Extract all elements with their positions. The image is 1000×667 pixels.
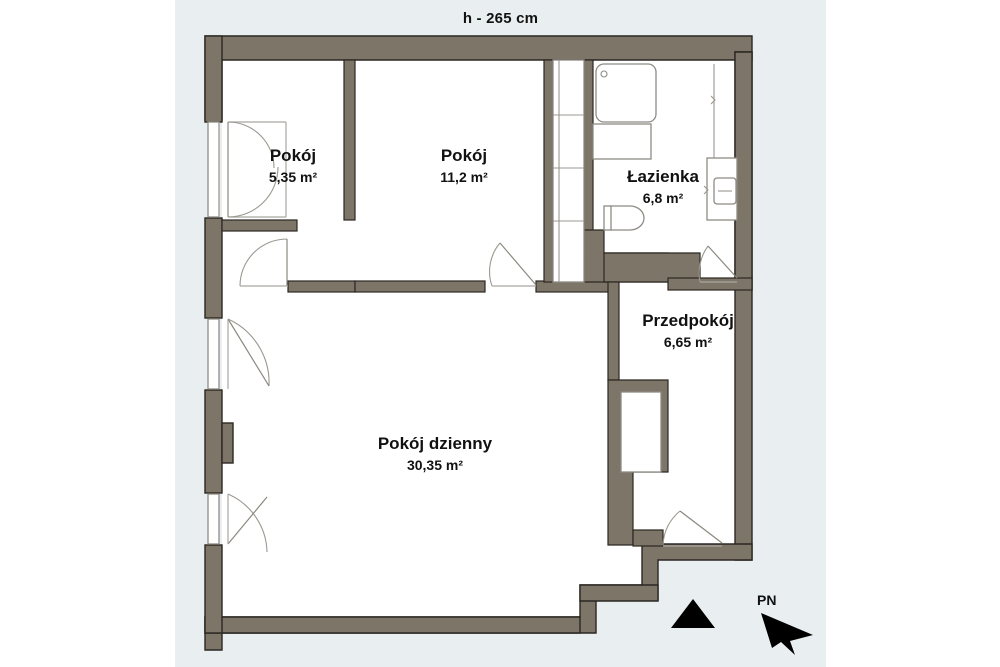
wall-small-room-south-b <box>287 280 356 293</box>
door-balcony-arc-upper <box>227 121 275 169</box>
wall-west-seg-4 <box>204 544 223 634</box>
wall-large-room-south <box>354 280 486 293</box>
room-area-room-large: 11,2 m² <box>440 169 488 186</box>
balcony-door-frame <box>207 121 220 218</box>
door-balcony-arc-lower <box>227 166 279 218</box>
window-north-leaf <box>227 318 270 387</box>
door-bathroom-leaf <box>707 245 738 279</box>
wall-west-seg-1 <box>204 35 223 123</box>
door-balcony-small-room <box>227 121 287 218</box>
room-area-living-room: 30,35 m² <box>406 457 464 474</box>
room-name-room-small: Pokój <box>269 146 317 165</box>
bathtub-drain-icon <box>600 70 608 78</box>
interior-walls <box>221 59 753 547</box>
room-label-hall: Przedpokój 6,65 m² <box>613 310 763 352</box>
entrance-door-leaf <box>679 510 723 544</box>
wall-south-step-upper <box>579 584 659 602</box>
room-name-bathroom: Łazienka <box>627 167 699 186</box>
window-frame-north <box>207 318 220 390</box>
wall-west-seg-3 <box>204 389 223 494</box>
hall-closet-interior <box>620 391 662 473</box>
compass-label-north: PN <box>757 592 777 608</box>
window-south-leaf <box>227 496 268 545</box>
bathtub-icon <box>595 63 657 123</box>
room-label-living-room: Pokój dzienny 30,35 m² <box>345 433 525 475</box>
wall-hall-north <box>667 277 753 291</box>
doors-group <box>227 121 738 553</box>
window-living-room-north <box>227 318 270 389</box>
door-bathroom-arc <box>698 245 709 283</box>
bathroom-door-marker-north <box>710 95 716 105</box>
door-large-room-leaf <box>499 242 537 286</box>
bathroom-counter <box>592 123 652 160</box>
bathroom-door-marker-south <box>703 185 709 195</box>
room-label-bathroom: Łazienka 6,8 m² <box>603 166 723 208</box>
outer-walls <box>204 35 753 651</box>
door-bathroom <box>698 245 738 283</box>
wall-between-rooms <box>343 59 356 221</box>
west-openings <box>207 121 220 545</box>
door-small-room-arc <box>239 238 288 287</box>
room-name-hall: Przedpokój <box>642 311 734 330</box>
room-label-room-small: Pokój 5,35 m² <box>233 145 353 187</box>
door-small-room <box>239 238 288 287</box>
wall-entry-left <box>632 529 664 547</box>
room-name-room-large: Pokój <box>440 146 488 165</box>
window-south-arc <box>227 493 268 553</box>
wardrobe-outline <box>552 59 585 283</box>
room-label-room-large: Pokój 11,2 m² <box>404 145 524 187</box>
entrance-door <box>662 510 723 547</box>
room-area-bathroom: 6,8 m² <box>642 190 684 207</box>
wall-small-room-south <box>221 219 298 232</box>
wall-west-seg-2 <box>204 217 223 319</box>
wall-east <box>734 51 753 561</box>
window-north-arc <box>227 318 270 387</box>
room-area-room-small: 5,35 m² <box>268 169 318 186</box>
ceiling-height-title: h - 265 cm <box>462 10 539 27</box>
room-name-living-room: Pokój dzienny <box>377 434 493 453</box>
bathroom-fixtures <box>592 63 738 231</box>
door-large-room-arc <box>488 242 501 287</box>
toilet-icon <box>609 205 645 231</box>
wall-west-pilaster <box>221 422 234 464</box>
toilet-cistern-icon <box>603 205 612 231</box>
window-living-room-south <box>227 493 268 553</box>
wall-closet-west <box>543 59 554 283</box>
entrance-door-arc <box>662 510 681 546</box>
north-arrow-icon <box>761 613 813 655</box>
window-frame-south <box>207 493 220 545</box>
wall-south-lower <box>204 616 581 634</box>
entrance-triangle-icon <box>671 599 715 628</box>
markers-group <box>671 599 813 655</box>
wall-bathroom-west <box>583 59 594 233</box>
room-area-hall: 6,65 m² <box>663 334 713 351</box>
wardrobe-closet-group <box>552 59 585 283</box>
door-large-room <box>488 242 537 287</box>
